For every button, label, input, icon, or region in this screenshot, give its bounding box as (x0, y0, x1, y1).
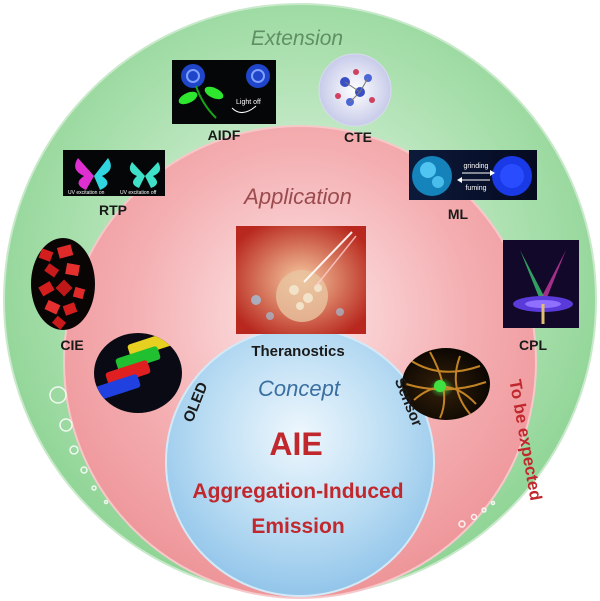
rtp-caption-left: UV excitation on (68, 190, 105, 196)
cie-image (31, 238, 95, 330)
rtp-label: RTP (99, 202, 127, 218)
cte-label: CTE (344, 129, 372, 145)
ml-label: ML (448, 206, 469, 222)
ml-grinding-text: grinding (464, 163, 489, 170)
ml-fuming-text: fuming (465, 185, 486, 192)
decorative-bubbles-left (49, 386, 109, 505)
aidf-image (172, 60, 276, 124)
cpl-label: CPL (519, 337, 547, 353)
concept-title: Concept (258, 376, 341, 401)
aidf-label: AIDF (208, 127, 241, 143)
rtp-image (63, 150, 165, 196)
aie-line2: Emission (251, 515, 344, 538)
ml-image (409, 150, 537, 200)
extension-title: Extension (251, 27, 343, 50)
cie-label: CIE (60, 337, 83, 353)
theranostics-label: Theranostics (251, 343, 344, 360)
concept-circle (165, 327, 435, 597)
sensor-image (402, 348, 490, 420)
oled-image (94, 333, 182, 413)
cpl-image (503, 240, 579, 328)
theranostics-image (236, 226, 366, 334)
aie-acronym: AIE (269, 426, 322, 462)
application-title: Application (242, 184, 352, 209)
aidf-image-caption: Light off (236, 99, 261, 106)
decorative-bubbles-right (458, 500, 496, 528)
rtp-caption-right: UV excitation off (120, 190, 157, 196)
aie-line1: Aggregation-Induced (192, 480, 403, 503)
cte-image (318, 53, 392, 127)
